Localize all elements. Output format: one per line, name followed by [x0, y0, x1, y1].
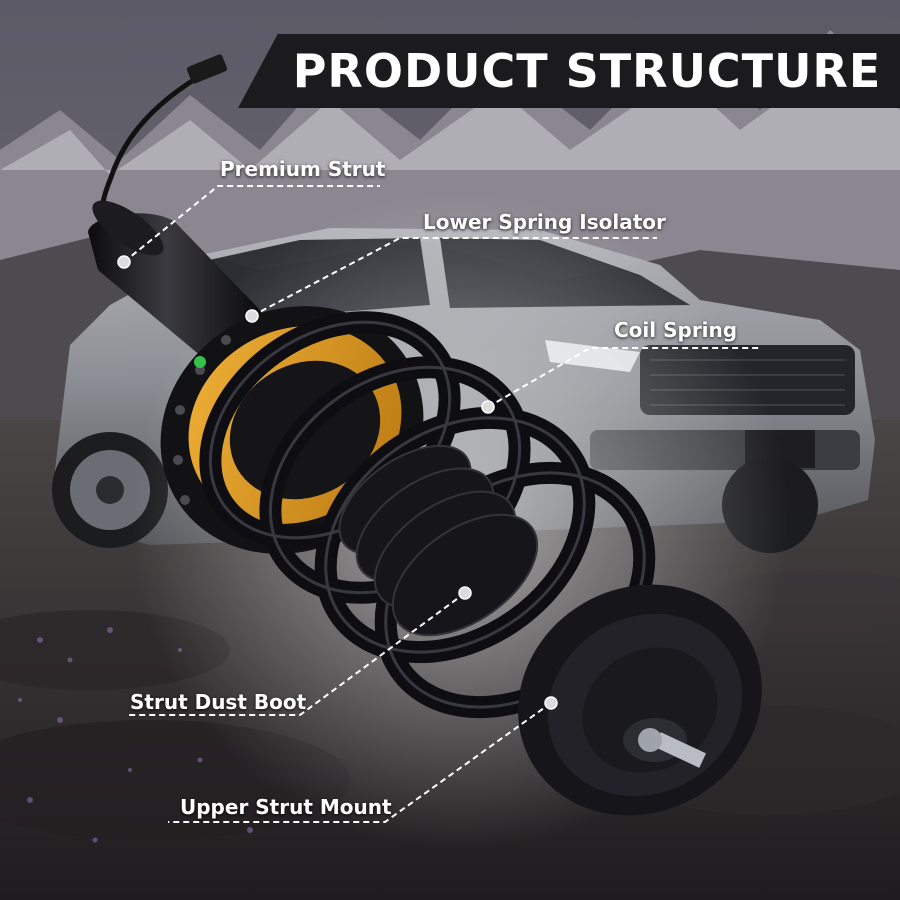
- strut-dust-boot-leader: [128, 592, 466, 716]
- upper-strut-mount-leader: [168, 702, 552, 823]
- strut-dust-boot: [338, 444, 539, 637]
- premium-strut-body: [88, 213, 262, 372]
- label-coil-spring: Coil Spring: [614, 318, 738, 342]
- callout-dots: [117, 255, 558, 710]
- mount-stud: [653, 732, 707, 768]
- label-premium-strut: Premium Strut: [220, 157, 386, 181]
- label-strut-dust-boot: Strut Dust Boot: [130, 690, 307, 714]
- lower-spring-isolator-leader: [251, 237, 657, 317]
- callout-lines: [123, 185, 760, 823]
- label-upper-strut-mount: Upper Strut Mount: [180, 795, 392, 819]
- page-title: PRODUCT STRUCTURE: [292, 44, 882, 98]
- title-banner: PRODUCT STRUCTURE: [238, 34, 900, 108]
- coil-spring-leader: [487, 347, 760, 408]
- label-lower-spring-isolator: Lower Spring Isolator: [423, 210, 666, 234]
- strut-assembly: [88, 54, 762, 816]
- premium-strut-leader: [123, 185, 380, 263]
